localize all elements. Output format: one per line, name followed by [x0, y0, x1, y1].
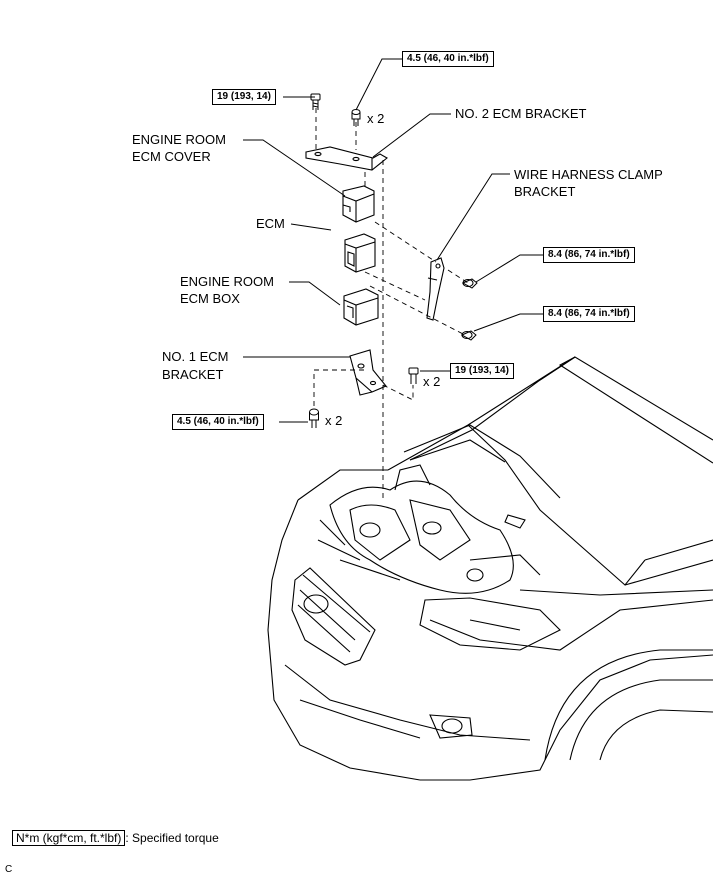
torque-label-clamp-bolt-upper: 8.4 (86, 74 in.*lbf) — [543, 247, 635, 263]
quantity-multiplier-top: x 2 — [367, 111, 385, 126]
ecm-unit-shape — [344, 233, 376, 273]
assembly-dashed-lines — [313, 108, 469, 500]
torque-label-no1-bracket-left-bolt: 4.5 (46, 40 in.*lbf) — [172, 414, 264, 430]
legend-unit-box: N*m (kgf*cm, ft.*lbf) — [12, 830, 126, 846]
bolt-icon-top — [351, 109, 361, 126]
part-label-engine-room-ecm-cover-line2: ECM COVER — [132, 149, 211, 164]
corner-mark: C — [5, 864, 13, 875]
torque-legend: N*m (kgf*cm, ft.*lbf): Specified torque — [12, 830, 219, 846]
torque-label-clamp-bolt-lower: 8.4 (86, 74 in.*lbf) — [543, 306, 635, 322]
part-label-engine-room-ecm-cover-line1: ENGINE ROOM — [132, 132, 226, 147]
bolt-icon-top-left — [310, 93, 321, 110]
quantity-multiplier-right: x 2 — [423, 374, 441, 389]
no1-ecm-bracket-shape — [349, 349, 387, 396]
torque-label-no2-bracket-bolt: 4.5 (46, 40 in.*lbf) — [402, 51, 494, 67]
part-label-wire-harness-clamp-line1: WIRE HARNESS CLAMP — [514, 167, 663, 182]
part-label-engine-room-ecm-box-line2: ECM BOX — [180, 291, 240, 306]
part-label-ecm: ECM — [256, 216, 285, 231]
bolt-icons — [309, 93, 478, 428]
ecm-box-shape — [343, 288, 379, 326]
torque-label-no1-bracket-right-bolt: 19 (193, 14) — [450, 363, 514, 379]
no2-ecm-bracket-shape — [305, 146, 388, 171]
bolt-icon-clamp-upper — [461, 278, 478, 289]
part-label-no2-ecm-bracket: NO. 2 ECM BRACKET — [455, 106, 587, 121]
torque-label-no2-bracket-left-bolt: 19 (193, 14) — [212, 89, 276, 105]
vehicle-front-outline — [267, 356, 713, 781]
legend-description: : Specified torque — [125, 831, 219, 845]
part-label-engine-room-ecm-box-line1: ENGINE ROOM — [180, 274, 274, 289]
quantity-multiplier-left: x 2 — [325, 413, 343, 428]
leader-lines — [243, 58, 543, 423]
ecm-cover-shape — [342, 185, 375, 223]
wire-harness-clamp-bracket-shape — [426, 257, 445, 321]
part-label-no1-ecm-bracket-line2: BRACKET — [162, 367, 224, 382]
bolt-icon-no1-right — [408, 367, 419, 384]
part-label-no1-ecm-bracket-line1: NO. 1 ECM — [162, 349, 229, 364]
part-label-wire-harness-clamp-line2: BRACKET — [514, 184, 576, 199]
bolt-icon-no1-left — [309, 408, 319, 428]
bolt-icon-clamp-lower — [460, 330, 477, 341]
